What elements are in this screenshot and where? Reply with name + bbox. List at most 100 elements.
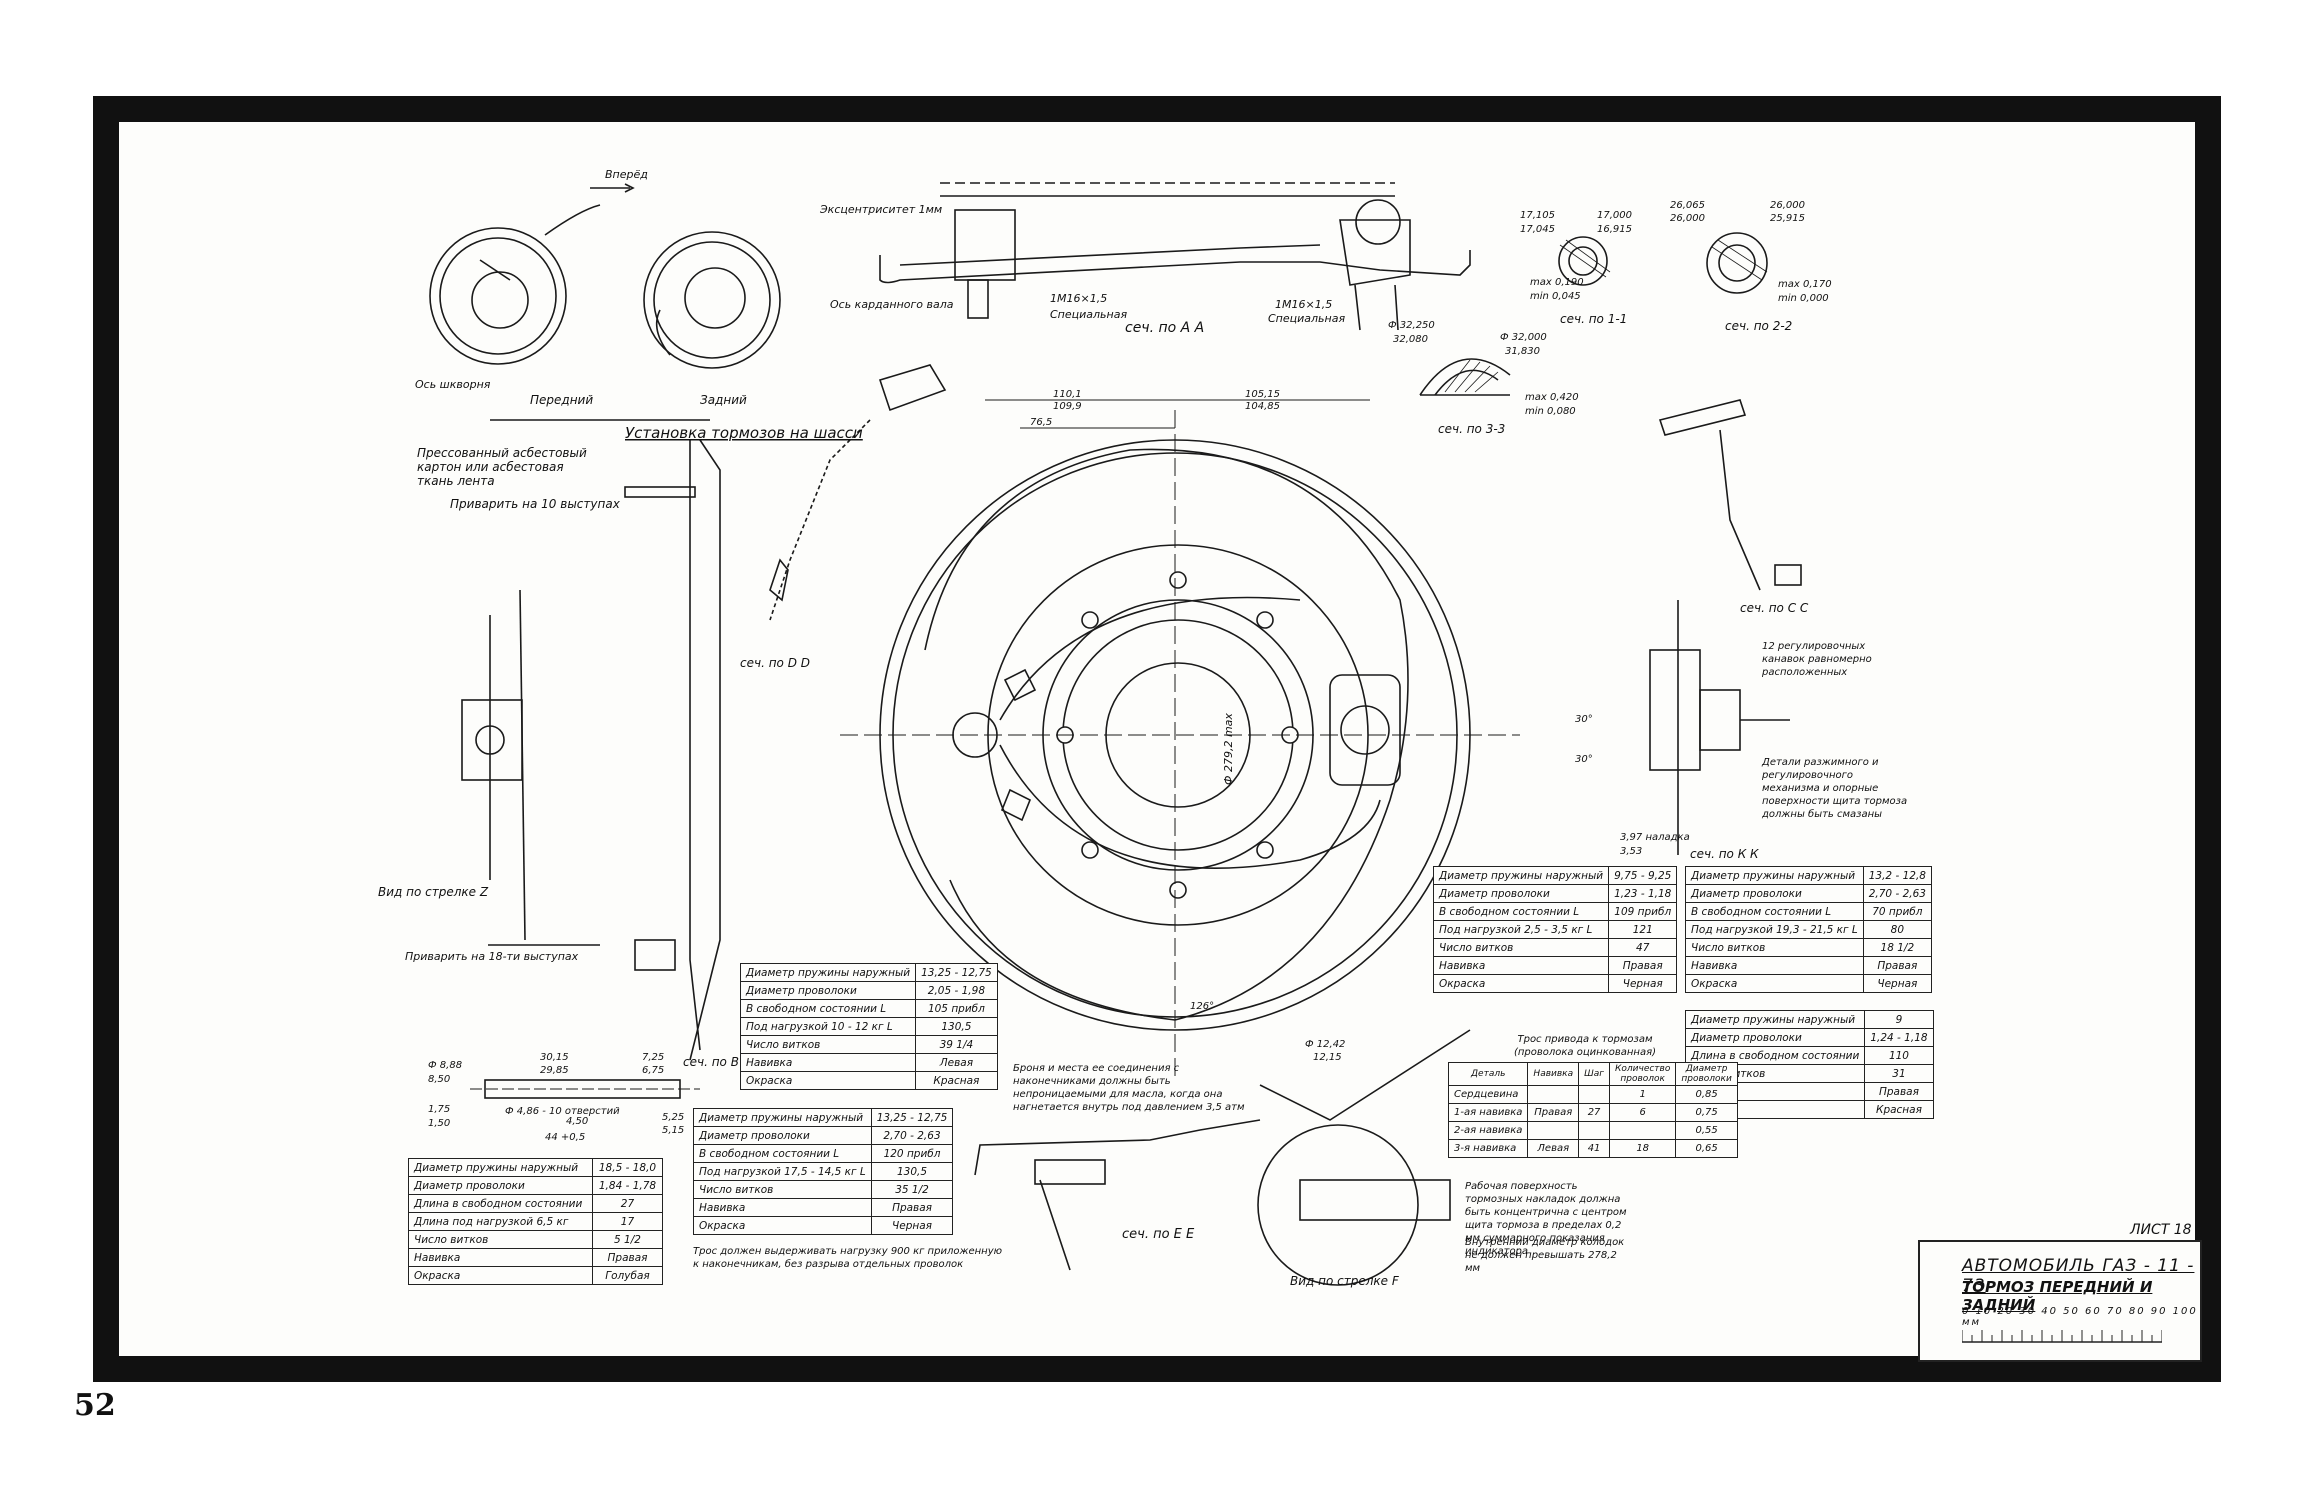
dim-bb1: Ф 8,88 bbox=[428, 1060, 462, 1071]
dim-11d: 16,915 bbox=[1597, 224, 1632, 235]
cable-cell bbox=[1578, 1121, 1610, 1140]
sec-33-label: сеч. по 3-3 bbox=[1438, 422, 1505, 436]
param-name-cell: В свободном состоянии L bbox=[1432, 902, 1610, 921]
param-name-cell: Окраска bbox=[693, 1216, 872, 1235]
cable-cell: Правая bbox=[1527, 1103, 1580, 1122]
install-title: Установка тормозов на шасси bbox=[625, 424, 863, 442]
cable-cell bbox=[1527, 1121, 1580, 1140]
weld18-label: Приварить на 18-ти выступах bbox=[405, 950, 579, 963]
section-aa-drawing bbox=[879, 182, 1471, 331]
sec-kk-label: сеч. по К К bbox=[1690, 847, 1759, 861]
dim-30b: 30° bbox=[1575, 754, 1593, 765]
header-cell: Диаметр проволоки bbox=[1675, 1062, 1738, 1086]
param-value-cell: 2,70 - 2,63 bbox=[870, 1126, 954, 1145]
dim-33max: max 0,420 bbox=[1525, 392, 1579, 403]
scale-bar-label: 0 10 20 30 40 50 60 70 80 90 100 мм bbox=[1962, 1306, 2198, 1328]
dim-bb8: 1,50 bbox=[428, 1118, 450, 1129]
dim-d3: 76,5 bbox=[1030, 417, 1052, 428]
holes-label: Ф 4,86 - 10 отверстий bbox=[505, 1106, 620, 1117]
dim-bb5: 7,25 bbox=[642, 1052, 664, 1063]
cable-cell: 41 bbox=[1578, 1139, 1610, 1158]
section-ee-drawing bbox=[974, 1119, 1261, 1271]
dim-bb3: 30,15 bbox=[540, 1052, 569, 1063]
dim-22min: min 0,000 bbox=[1778, 293, 1829, 304]
bolt1-label: 1М16×1,5 bbox=[1050, 292, 1107, 305]
dim-11a: 17,105 bbox=[1520, 210, 1555, 221]
param-value-cell: Правая bbox=[1608, 956, 1678, 975]
dim-22b: 26,000 bbox=[1670, 213, 1705, 224]
section-11-drawing bbox=[1558, 236, 1611, 286]
main-brake-assembly bbox=[840, 399, 1520, 1080]
param-name-cell: В свободном состоянии L bbox=[1685, 902, 1864, 921]
dim-diameter: Ф 279,2 max bbox=[1222, 713, 1235, 785]
section-cc-drawing bbox=[1658, 399, 1802, 591]
param-value-cell: 2,70 - 2,63 bbox=[1862, 884, 1932, 903]
dim-22c: 26,000 bbox=[1770, 200, 1805, 211]
dim-bb4: 29,85 bbox=[540, 1065, 569, 1076]
dim-33a: Ф 32,250 bbox=[1388, 320, 1435, 331]
cable-cell: 0,65 bbox=[1675, 1139, 1738, 1158]
param-value-cell: 70 прибл bbox=[1862, 902, 1932, 921]
param-name-cell: Навивка bbox=[739, 1053, 917, 1072]
sec-cc-label: сеч. по С С bbox=[1740, 601, 1809, 615]
param-name-cell: Окраска bbox=[408, 1266, 593, 1285]
dim-bb12: 5,15 bbox=[662, 1125, 684, 1136]
sec-22-label: сеч. по 2-2 bbox=[1725, 319, 1792, 333]
cable-cell: 0,85 bbox=[1675, 1085, 1738, 1104]
kingpin-axis-label: Ось шкворня bbox=[415, 378, 491, 391]
dim-11b: 17,045 bbox=[1520, 224, 1555, 235]
param-name-cell: Диаметр проволоки bbox=[1432, 884, 1610, 903]
param-value-cell: 39 1/4 bbox=[915, 1035, 998, 1054]
param-name-cell: Число витков bbox=[693, 1180, 872, 1199]
dim-d2b: 104,85 bbox=[1245, 401, 1280, 412]
section-33-drawing bbox=[1419, 358, 1511, 396]
param-value-cell: 1,23 - 1,18 bbox=[1608, 884, 1678, 903]
weld10-label: Приварить на 10 выступах bbox=[450, 497, 621, 511]
param-value-cell: 5 1/2 bbox=[591, 1230, 664, 1249]
param-value-cell: Правая bbox=[870, 1198, 954, 1217]
param-name-cell: Диаметр проволоки bbox=[408, 1176, 593, 1195]
param-name-cell: Под нагрузкой 19,3 - 21,5 кг L bbox=[1685, 920, 1864, 939]
param-name-cell: Число витков bbox=[1432, 938, 1610, 957]
param-value-cell: 110 bbox=[1864, 1046, 1934, 1065]
bolt2-label: 1М16×1,5 bbox=[1275, 298, 1332, 311]
view-f-drawing bbox=[1257, 1029, 1471, 1286]
dim-33b: 32,080 bbox=[1393, 334, 1428, 345]
param-value-cell: 27 bbox=[591, 1194, 664, 1213]
dim-33c: Ф 32,000 bbox=[1500, 332, 1547, 343]
dim-bb10: 44 +0,5 bbox=[545, 1132, 585, 1143]
grease-label: Детали разжимного и регулировочного меха… bbox=[1762, 757, 1908, 820]
lining-note: Рабочая поверхность тормозных накладок д… bbox=[1465, 1181, 1627, 1257]
cable-cell bbox=[1578, 1085, 1610, 1104]
param-value-cell: Правая bbox=[1864, 1082, 1934, 1101]
param-value-cell: 2,05 - 1,98 bbox=[915, 981, 998, 1000]
param-value-cell: 80 bbox=[1862, 920, 1932, 939]
dim-d1b: 109,9 bbox=[1053, 401, 1082, 412]
header-cell: Навивка bbox=[1527, 1062, 1580, 1086]
dim-kk2: 3,53 bbox=[1620, 846, 1642, 857]
